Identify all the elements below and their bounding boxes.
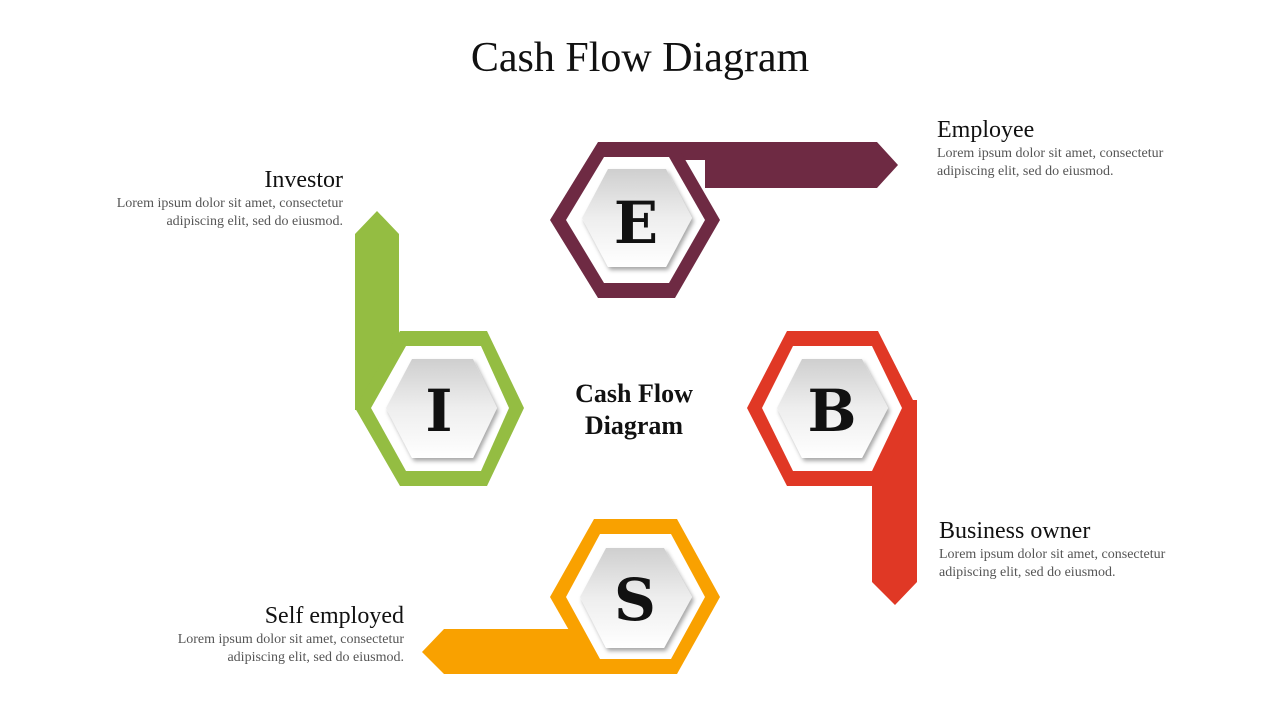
business-desc-line2: adipiscing elit, sed do eiusmod.: [939, 565, 1116, 580]
investor-heading: Investor: [264, 167, 343, 193]
employee-letter: E: [614, 189, 658, 257]
employee-desc-line1: Lorem ipsum dolor sit amet, consectetur: [937, 146, 1164, 161]
center-label-line1: Cash Flow: [575, 379, 693, 408]
investor-letter: I: [425, 377, 452, 445]
business-text-block: Business owner Lorem ipsum dolor sit ame…: [939, 516, 1239, 582]
node-business: B: [747, 331, 917, 605]
employee-text-block: Employee Lorem ipsum dolor sit amet, con…: [937, 115, 1237, 181]
business-hex-gray: [777, 359, 888, 458]
business-desc-line1: Lorem ipsum dolor sit amet, consectetur: [939, 547, 1166, 562]
employee-heading: Employee: [937, 117, 1035, 143]
page-title: Cash Flow Diagram: [470, 35, 810, 81]
self-hex-gray: [580, 548, 692, 648]
employee-desc-line2: adipiscing elit, sed do eiusmod.: [937, 164, 1114, 179]
investor-hex-gray: [386, 359, 497, 458]
investor-text-block: Investor Lorem ipsum dolor sit amet, con…: [43, 165, 343, 231]
investor-desc-line2: adipiscing elit, sed do eiusmod.: [166, 214, 343, 229]
investor-desc-line1: Lorem ipsum dolor sit amet, consectetur: [116, 196, 343, 211]
center-label: Cash Flow Diagram: [534, 378, 734, 442]
business-letter: B: [807, 377, 856, 445]
self-desc-line1: Lorem ipsum dolor sit amet, consectetur: [177, 632, 404, 647]
employee-arrow: [640, 142, 898, 188]
self-text-block: Self employed Lorem ipsum dolor sit amet…: [104, 601, 404, 667]
employee-hex-gray: [582, 169, 692, 267]
center-label-line2: Diagram: [584, 411, 684, 440]
self-desc-line2: adipiscing elit, sed do eiusmod.: [227, 650, 404, 665]
self-letter: S: [614, 566, 656, 634]
node-self: S: [422, 519, 720, 674]
node-employee: E: [550, 142, 898, 298]
node-investor: I: [355, 211, 524, 486]
business-heading: Business owner: [939, 518, 1091, 544]
self-heading: Self employed: [264, 603, 404, 629]
